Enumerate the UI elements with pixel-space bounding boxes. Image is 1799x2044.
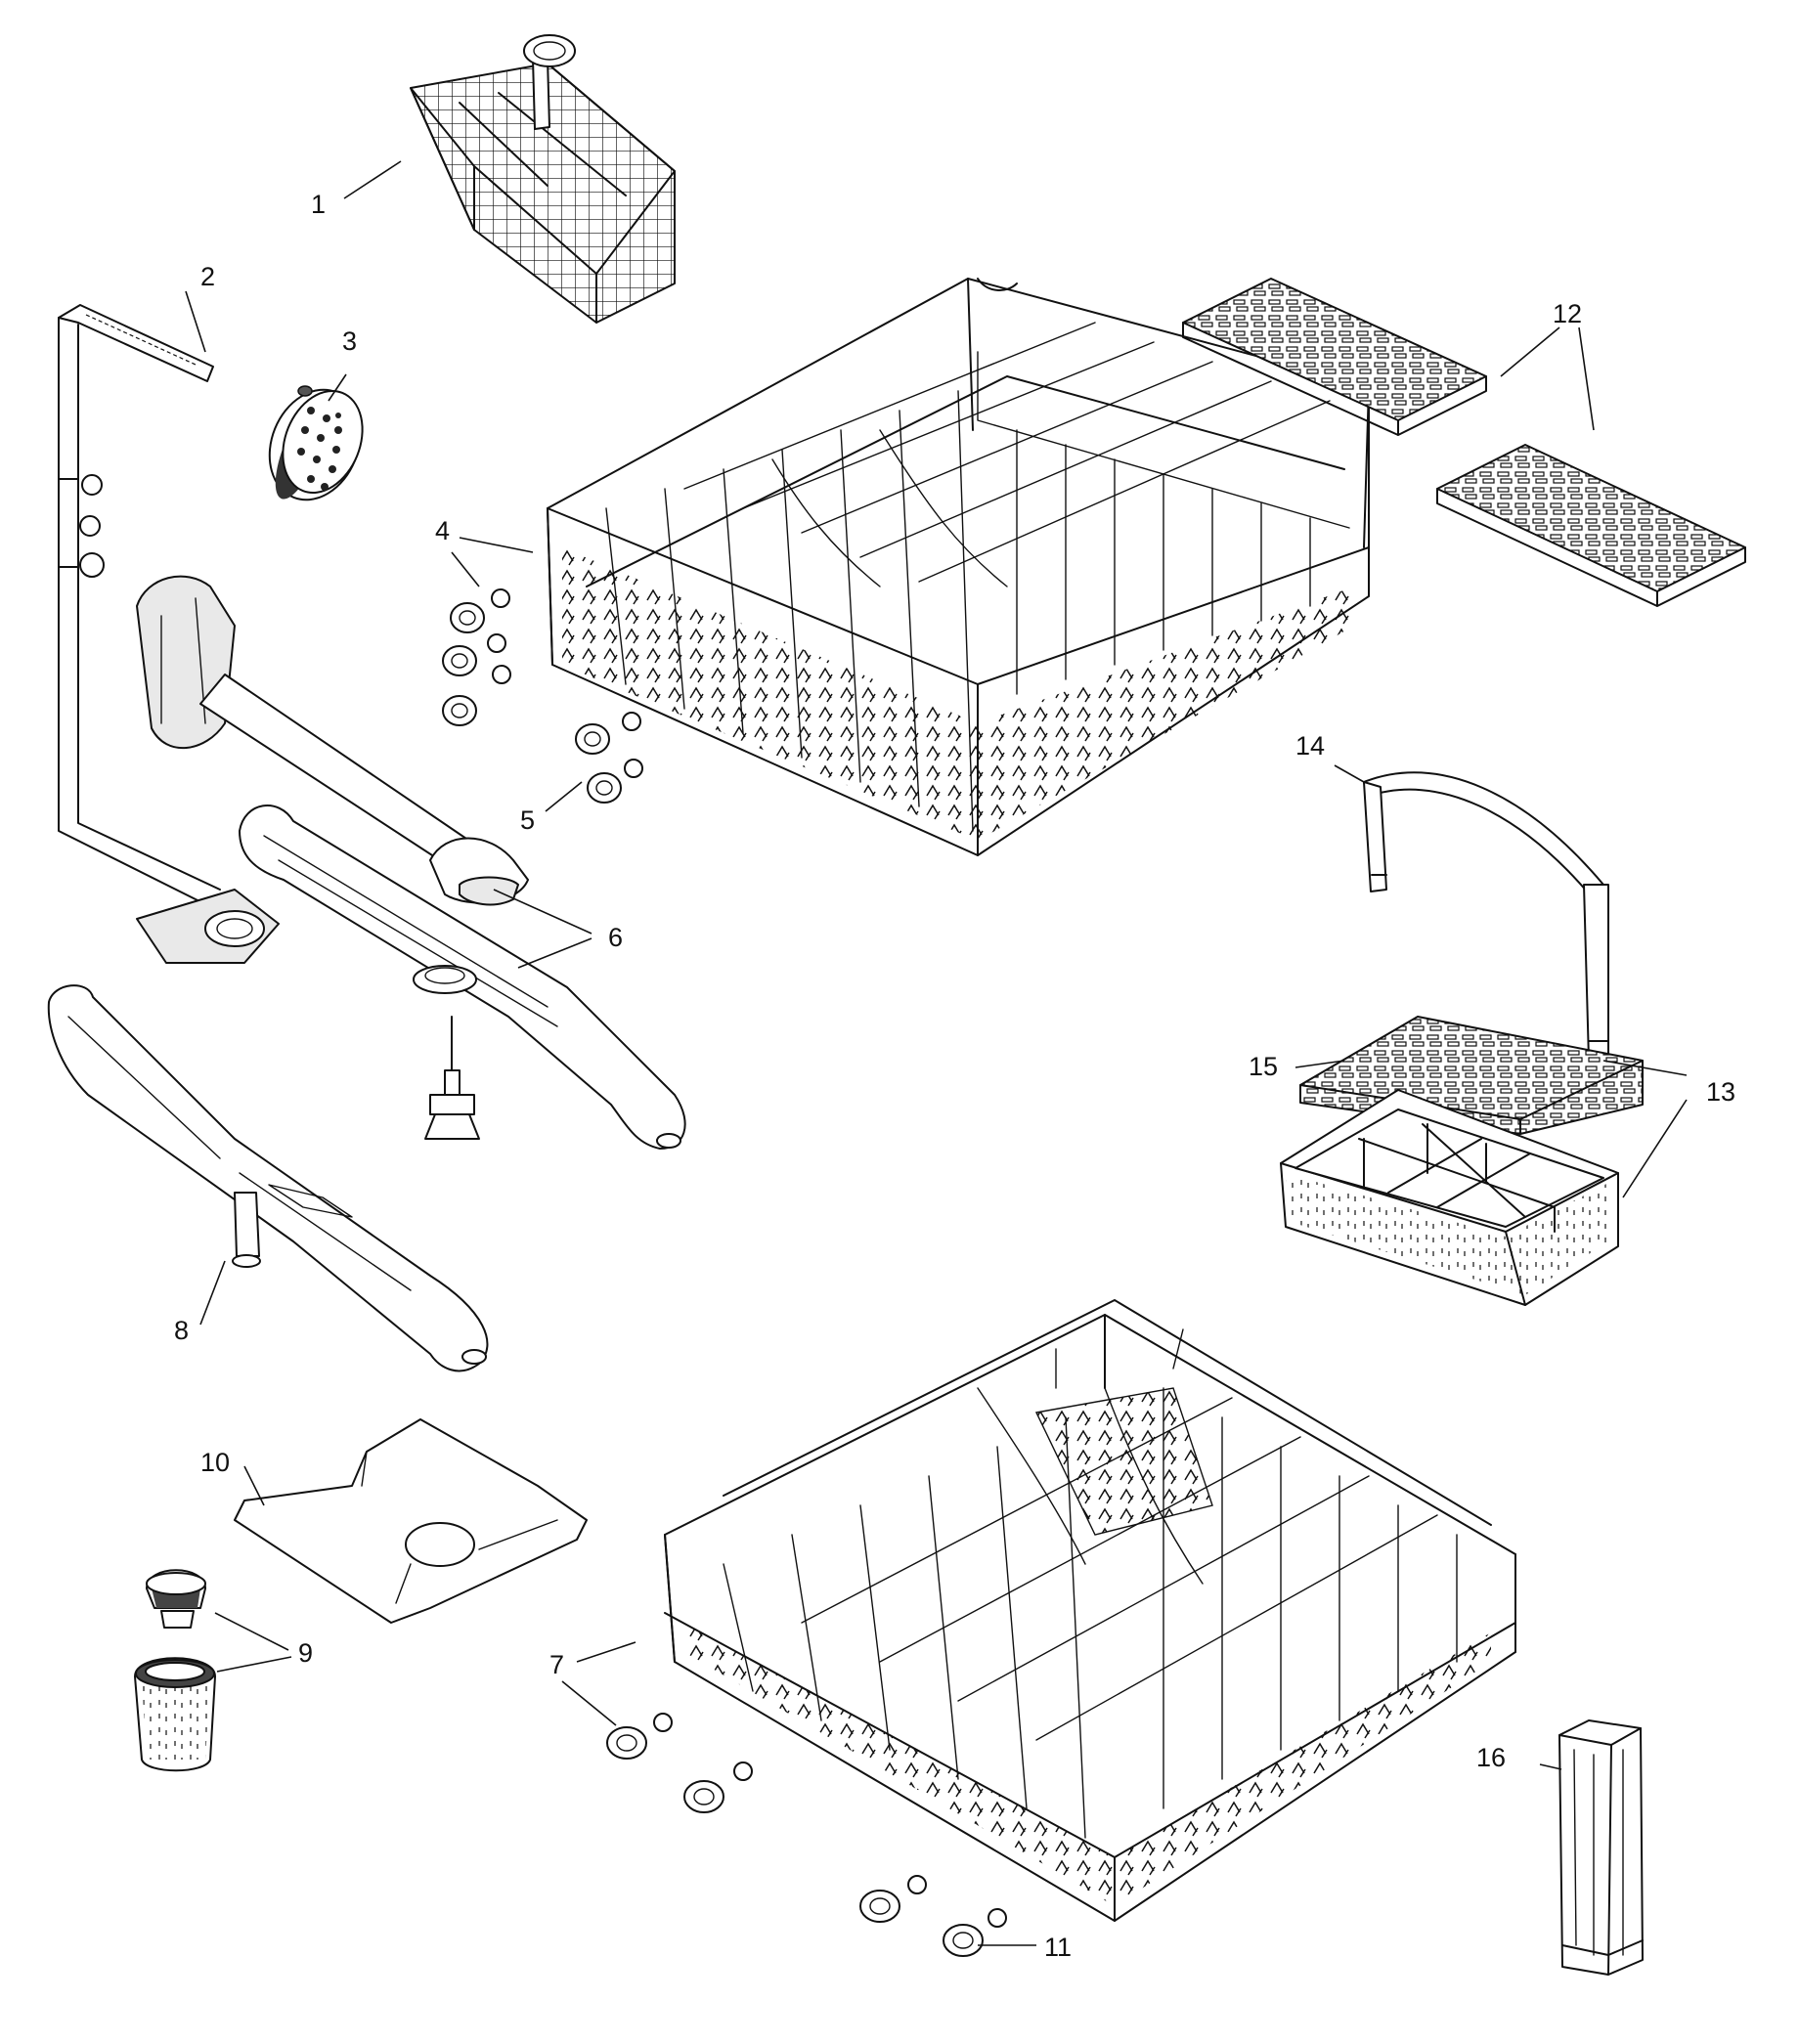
upper-rack-roller-icon bbox=[442, 588, 511, 726]
callout-6: 6 bbox=[608, 923, 623, 952]
callout-7: 7 bbox=[549, 1650, 564, 1679]
filter-plate-icon bbox=[234, 1418, 588, 1624]
callout-5: 5 bbox=[520, 805, 535, 835]
callout-labels: 1 2 3 4 5 6 7 8 9 10 11 12 13 14 15 16 bbox=[174, 190, 1735, 1962]
spray-arm-feed-tube-icon bbox=[58, 304, 280, 964]
callout-16: 16 bbox=[1476, 1743, 1506, 1772]
cutlery-basket-icon bbox=[410, 34, 676, 324]
lower-rack-icon bbox=[664, 1299, 1516, 1922]
callout-2: 2 bbox=[200, 262, 215, 291]
cutlery-basket-icon bbox=[1280, 1089, 1619, 1306]
basket-handle-icon bbox=[1363, 771, 1609, 1062]
callout-10: 10 bbox=[200, 1448, 230, 1477]
upper-spray-arm-icon bbox=[136, 575, 686, 1150]
callout-11: 11 bbox=[1044, 1933, 1072, 1962]
drain-filter-icon bbox=[134, 1569, 216, 1772]
upper-rack-icon bbox=[547, 278, 1370, 856]
callout-4: 4 bbox=[435, 516, 450, 545]
cup-shelf-insert-icon bbox=[1182, 278, 1487, 436]
upper-rack-roller-icon bbox=[575, 712, 643, 804]
callout-1: 1 bbox=[311, 190, 326, 219]
filter-disc-icon bbox=[268, 385, 364, 501]
callout-15: 15 bbox=[1249, 1052, 1278, 1081]
callout-13: 13 bbox=[1706, 1077, 1735, 1107]
small-basket-icon bbox=[1558, 1719, 1644, 1976]
leader-lines bbox=[185, 160, 1688, 1946]
callout-3: 3 bbox=[342, 326, 357, 356]
lower-spray-arm-icon bbox=[47, 984, 489, 1372]
cup-shelf-insert-icon bbox=[1436, 444, 1746, 607]
callout-9: 9 bbox=[298, 1638, 313, 1668]
callout-12: 12 bbox=[1553, 299, 1582, 328]
lower-rack-roller-icon bbox=[943, 1908, 1007, 1957]
callout-14: 14 bbox=[1295, 731, 1325, 761]
callout-8: 8 bbox=[174, 1316, 189, 1345]
lower-rack-roller-icon bbox=[606, 1713, 927, 1923]
